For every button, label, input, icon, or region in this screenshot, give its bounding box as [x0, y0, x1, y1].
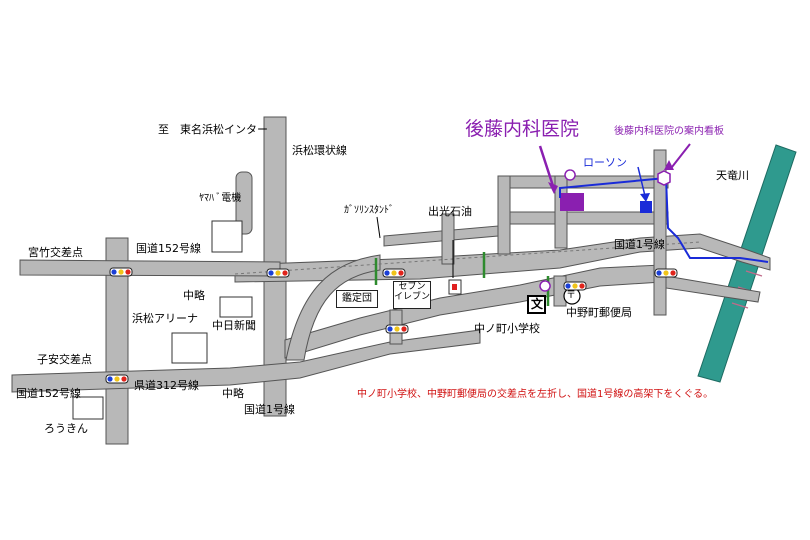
nakaryaku-label-2: 中略	[222, 387, 244, 400]
sign-pointer-arrow	[664, 143, 691, 170]
traffic-signal	[382, 268, 406, 278]
rokin-label: ろうきん	[44, 422, 88, 435]
route1-bottom-label: 国道1号線	[244, 403, 295, 416]
pref312-label: 県道312号線	[134, 379, 199, 392]
route152-top-label: 国道152号線	[136, 242, 201, 255]
road-river-bank	[665, 275, 761, 303]
miyatake-label: 宮竹交差点	[28, 246, 83, 259]
sign-marker-small-1	[564, 169, 576, 181]
traffic-signal	[105, 374, 129, 384]
clinic-building	[560, 193, 584, 211]
arena-building	[171, 332, 208, 364]
yamaha-building	[211, 220, 243, 253]
seven-eleven-label: セブン イレブン	[393, 281, 431, 309]
sign-marker-small-2	[539, 280, 551, 292]
clinic-sign-marker	[657, 170, 671, 186]
clinic-title: 後藤内科医院	[465, 118, 580, 140]
tomei-ic-label: 至 東名浜松インター	[158, 123, 268, 136]
lawson-label: ローソン	[583, 156, 627, 169]
lawson-pointer-arrow	[637, 166, 650, 202]
road-gas-v	[441, 213, 455, 265]
road-top-h3	[383, 225, 499, 247]
idemitsu-label: 出光石油	[428, 205, 472, 218]
traffic-signal	[563, 281, 587, 291]
kanteidan-label: 鑑定団	[336, 290, 378, 308]
post-mark: 〒	[566, 290, 576, 301]
rokin-building	[72, 396, 104, 420]
route1-top-label: 国道1号線	[614, 238, 665, 251]
nakaryaku-label-1: 中略	[183, 289, 205, 302]
traffic-signal	[385, 324, 409, 334]
chunichi-label: 中日新聞	[212, 319, 256, 332]
traffic-signals	[105, 267, 678, 384]
road-route152-vertical	[105, 237, 129, 445]
road-top-v1	[497, 175, 511, 255]
traffic-signal	[266, 268, 290, 278]
tenryu-river-label: 天竜川	[716, 169, 749, 182]
traffic-signal	[109, 267, 133, 277]
school-label: 中ノ町小学校	[474, 322, 540, 335]
traffic-signal	[654, 268, 678, 278]
koyasu-label: 子安交差点	[37, 353, 92, 366]
post-office-label: 中野町郵便局	[566, 306, 632, 319]
road-curve	[285, 254, 381, 361]
road-ring-ramp	[235, 171, 253, 235]
directions-note: 中ノ町小学校、中野町郵便局の交差点を左折し、国道1号線の高架下をくぐる。	[357, 389, 714, 400]
school-icon	[527, 295, 546, 314]
arena-label: 浜松アリーナ	[132, 312, 198, 325]
school-mark: 文	[531, 297, 544, 311]
road-school-v	[553, 275, 567, 307]
clinic-pointer-arrow	[538, 145, 558, 194]
gas-station-label: ｶﾞｿﾘﾝｽﾀﾝﾄﾞ	[344, 205, 394, 216]
yamaha-label: ﾔﾏﾊ ﾞ電機	[199, 193, 242, 204]
route152-bottom-label: 国道152号線	[16, 387, 81, 400]
clinic-sign-label: 後藤内科医院の案内看板	[614, 126, 724, 137]
route-to-clinic	[559, 176, 769, 263]
road-pref312	[11, 329, 481, 393]
road-top-h2	[497, 211, 669, 225]
lawson-store	[640, 201, 652, 213]
chunichi-building	[219, 296, 253, 318]
ring-road-label: 浜松環状線	[292, 144, 347, 157]
